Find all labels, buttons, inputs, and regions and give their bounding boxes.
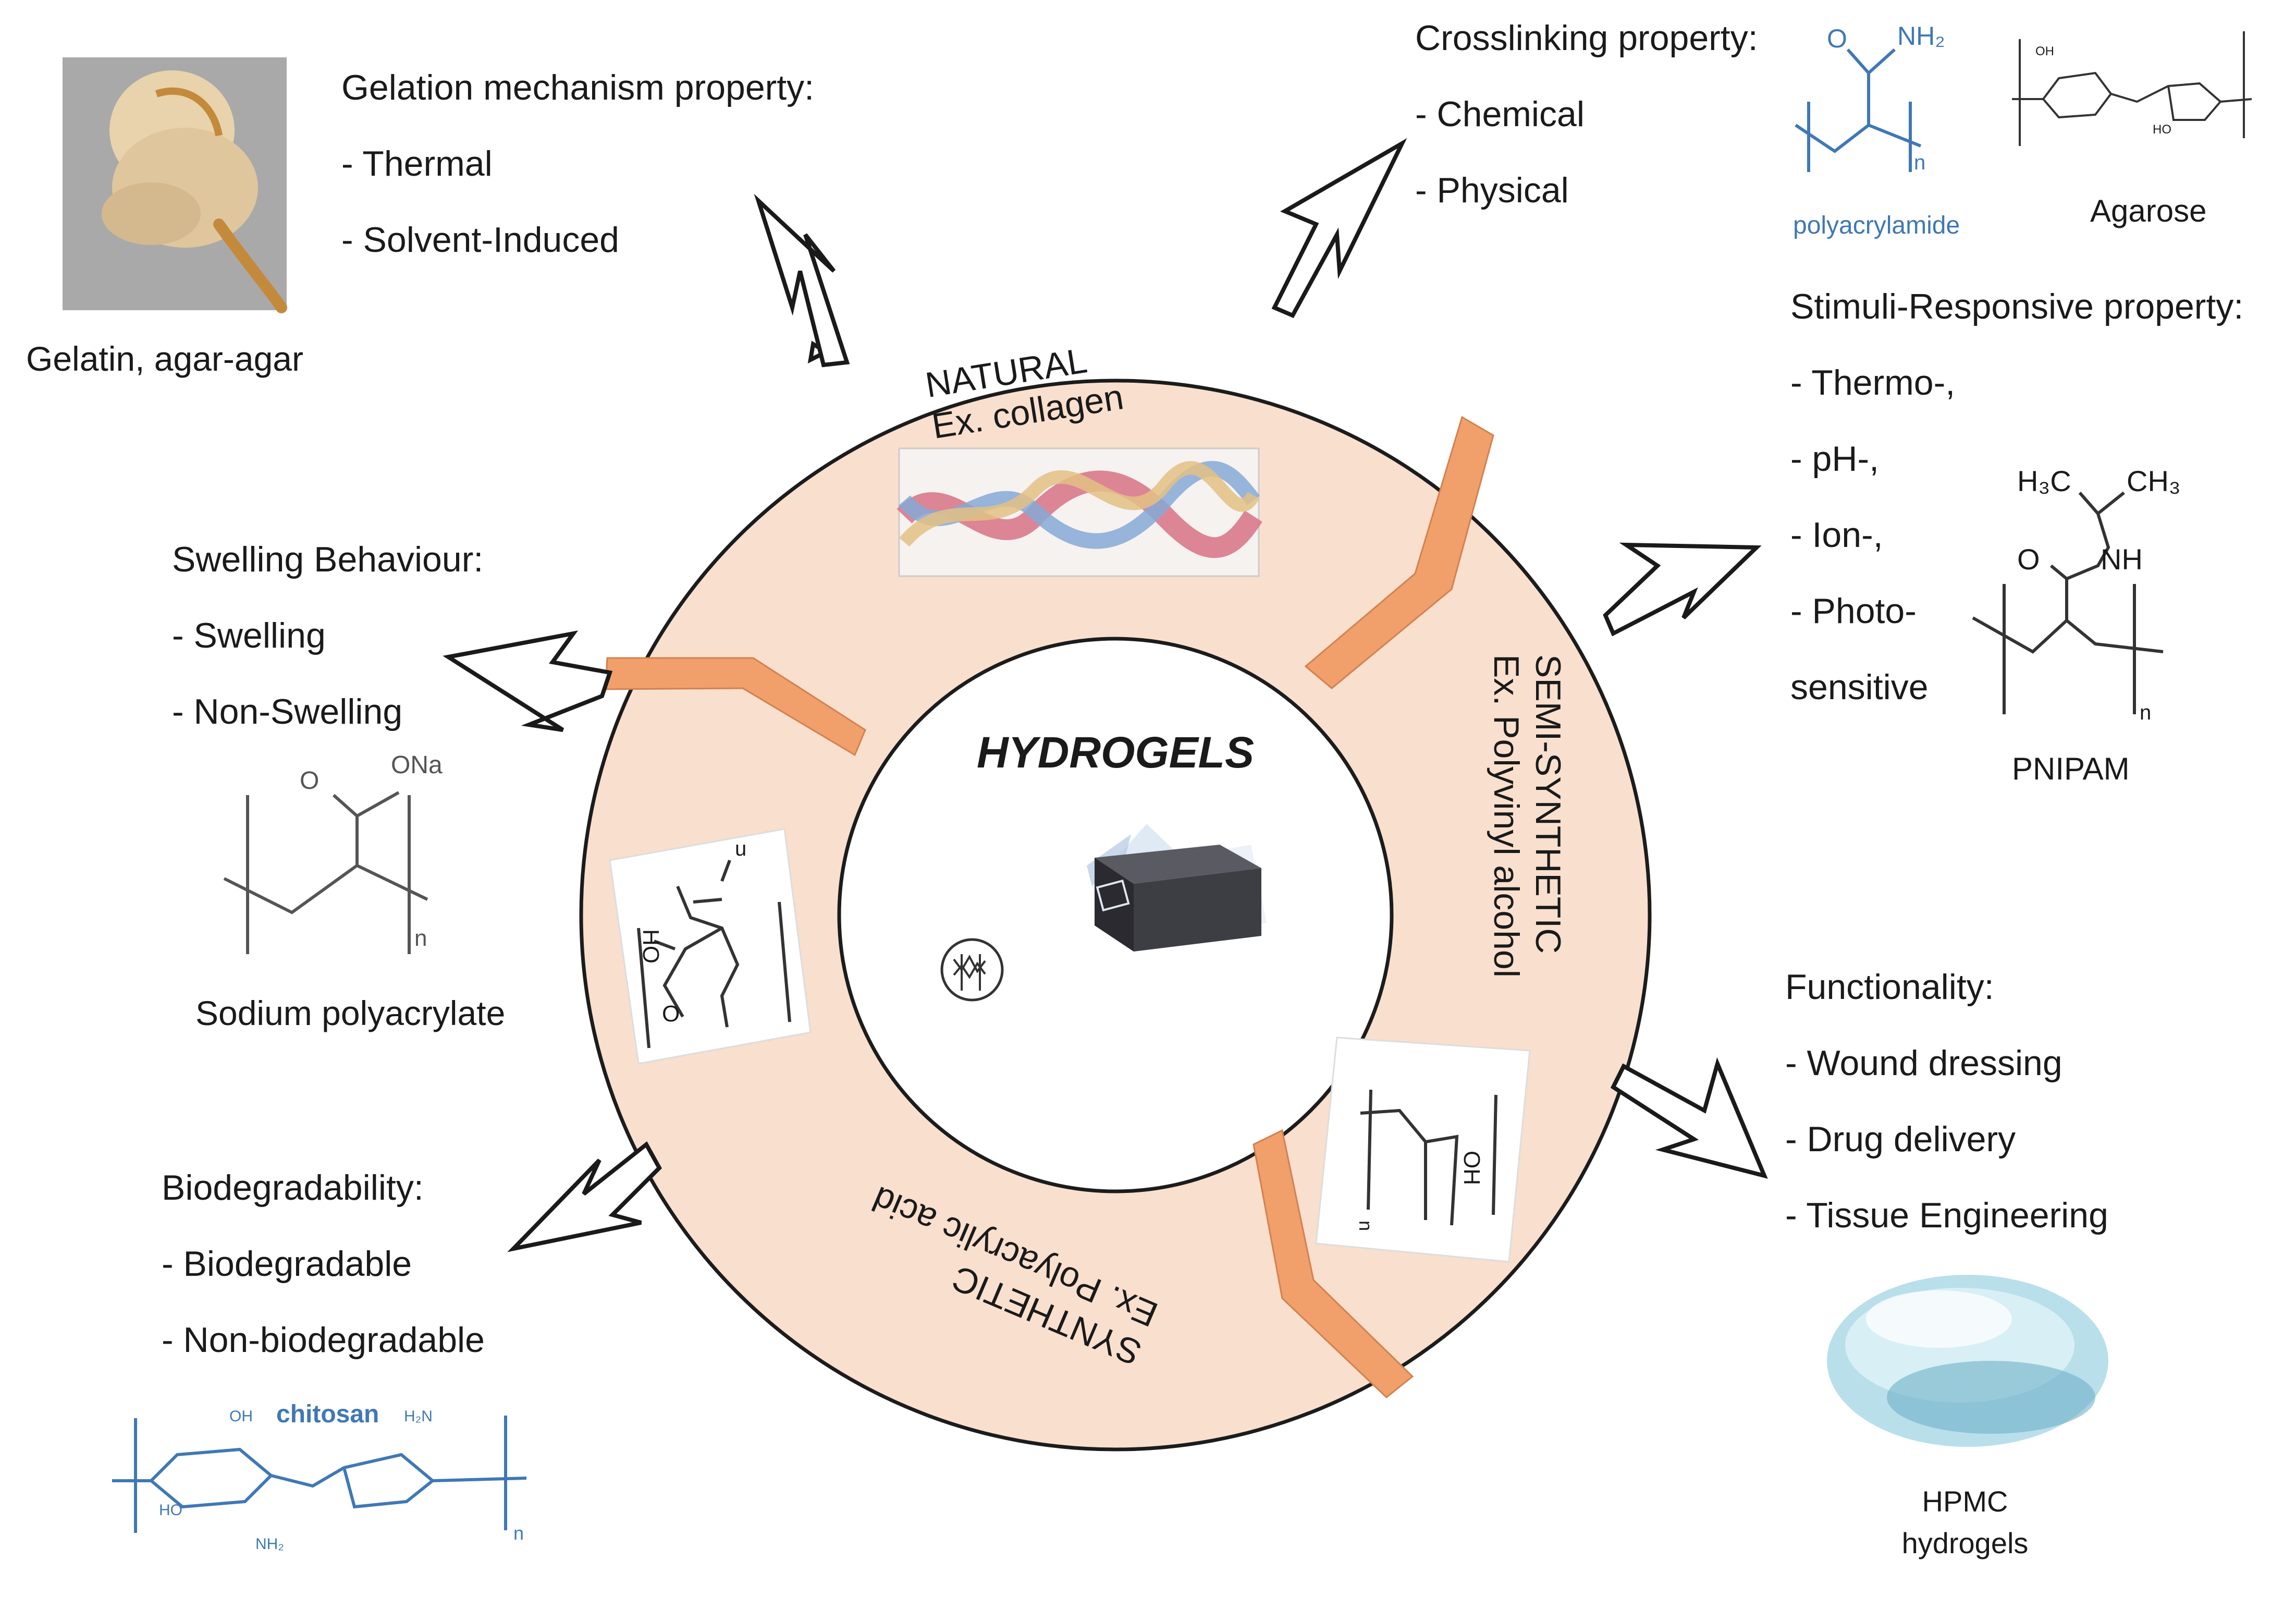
pnipam-structure xyxy=(1972,491,2164,714)
crosslinking-item-chemical: - Chemical xyxy=(1415,94,1585,134)
stimuli-item-photo: - Photo- xyxy=(1790,591,1917,631)
paa-n-label: n xyxy=(735,840,747,863)
crosslinking-block: Crosslinking property: - Chemical - Phys… xyxy=(1415,0,1758,228)
gelation-caption: Gelatin, agar-agar xyxy=(26,339,303,378)
chitosan-caption: chitosan xyxy=(276,1400,379,1428)
semi-synthetic-label: SEMI-SYNTHETIC Ex. Polyvinyl alcohol xyxy=(1485,654,1569,1030)
biodegradability-item-biodegradable: - Biodegradable xyxy=(162,1244,412,1284)
chitosan-structure xyxy=(112,1416,527,1533)
polyacrylate-o-label: O xyxy=(300,767,320,795)
swelling-heading: Swelling Behaviour: xyxy=(172,540,484,579)
pnipam-h3c-label: H₃C xyxy=(2017,465,2071,497)
stimuli-item-ph: - pH-, xyxy=(1790,439,1879,479)
agarose-ho-label: HO xyxy=(2153,123,2171,137)
functionality-block: Functionality: - Wound dressing - Drug d… xyxy=(1785,949,2108,1253)
paa-o-label: O xyxy=(662,1001,680,1027)
functionality-item-drug: - Drug delivery xyxy=(1785,1119,2016,1159)
agarose-caption: Agarose xyxy=(2090,193,2207,228)
pva-oh-label: OH xyxy=(1459,1151,1484,1185)
stimuli-heading: Stimuli-Responsive property: xyxy=(1790,287,2244,326)
stimuli-item-thermo: - Thermo-, xyxy=(1790,363,1956,403)
gelation-block: Gelation mechanism property: - Thermal -… xyxy=(341,50,814,278)
agarose-structure xyxy=(2012,31,2252,146)
biodegradability-item-nonbiodegradable: - Non-biodegradable xyxy=(162,1320,485,1360)
divider-natural-semi xyxy=(1304,416,1494,689)
chitosan-ho-label: HO xyxy=(159,1502,182,1519)
gelatin-photo xyxy=(63,57,287,313)
crosslinking-heading: Crosslinking property: xyxy=(1415,18,1758,58)
pnipam-caption: PNIPAM xyxy=(2012,751,2130,786)
arrow-gelation xyxy=(754,193,850,368)
hpmc-gel-photo xyxy=(1827,1275,2108,1447)
chitosan-h2n-label: H₂N xyxy=(404,1408,433,1425)
polyacrylamide-structure xyxy=(1795,48,1922,172)
gelation-item-thermal: - Thermal xyxy=(341,144,493,184)
chitosan-nh2-label: NH₂ xyxy=(255,1535,284,1553)
polyacrylate-n-label: n xyxy=(414,925,427,951)
chitosan-oh-label: OH xyxy=(229,1408,253,1425)
crosslinking-item-physical: - Physical xyxy=(1415,170,1569,210)
pva-n-label: n xyxy=(1355,1220,1377,1232)
arrow-biodegradability xyxy=(507,1141,662,1252)
polyvinyl-alcohol-structure xyxy=(1315,1037,1531,1263)
pam-amide-label: NH₂ xyxy=(1897,21,1945,51)
biodegradability-block: Biodegradability: - Biodegradable - Non-… xyxy=(162,1150,485,1378)
arrow-crosslinking xyxy=(1271,138,1407,319)
gelation-heading: Gelation mechanism property: xyxy=(341,68,815,107)
paa-oh-label: HO xyxy=(638,929,664,964)
collagen-helix-image xyxy=(897,447,1262,577)
swelling-item-nonswelling: - Non-Swelling xyxy=(172,692,403,732)
polyacrylic-acid-structure xyxy=(609,828,812,1065)
hydrogel-block-image xyxy=(940,824,1267,1002)
divider-semi-synthetic xyxy=(1253,1129,1414,1398)
swelling-block: Swelling Behaviour: - Swelling - Non-Swe… xyxy=(172,521,483,750)
functionality-item-wound: - Wound dressing xyxy=(1785,1043,2062,1083)
arrow-stimuli xyxy=(1603,542,1762,637)
pnipam-ch3-label: CH₃ xyxy=(2127,465,2181,497)
functionality-item-tissue: - Tissue Engineering xyxy=(1785,1196,2108,1235)
sodium-polyacrylate-structure xyxy=(223,791,428,954)
pam-o-label: O xyxy=(1827,24,1847,53)
stimuli-item-sensitive: sensitive xyxy=(1790,667,1929,707)
swelling-item-swelling: - Swelling xyxy=(172,616,326,655)
chitosan-n-label: n xyxy=(513,1522,524,1544)
pam-n-label: n xyxy=(1914,151,1926,174)
agarose-oh-label: OH xyxy=(2035,44,2054,58)
sodium-polyacrylate-caption: Sodium polyacrylate xyxy=(195,994,506,1032)
gelation-item-solvent: - Solvent-Induced xyxy=(341,220,619,260)
polyacrylamide-caption: polyacrylamide xyxy=(1793,212,1960,239)
hydrogels-title: HYDROGELS xyxy=(976,728,1255,777)
pnipam-o-label: O xyxy=(2017,543,2040,576)
functionality-heading: Functionality: xyxy=(1785,967,1994,1007)
polyacrylate-ona-label: ONa xyxy=(391,751,443,779)
stimuli-block: Stimuli-Responsive property: - Thermo-, … xyxy=(1790,269,2243,725)
pnipam-n-label: n xyxy=(2140,701,2152,724)
arrow-swelling xyxy=(443,630,613,732)
biodegradability-heading: Biodegradability: xyxy=(162,1168,424,1208)
semi-synthetic-name: SEMI-SYNTHETIC xyxy=(1528,654,1568,954)
arrow-functionality xyxy=(1610,1057,1768,1179)
pnipam-nh-label: NH xyxy=(2101,543,2143,576)
stimuli-item-ion: - Ion-, xyxy=(1790,515,1883,555)
semi-synthetic-example: Ex. Polyvinyl alcohol xyxy=(1487,654,1526,978)
hpmc-caption: HPMC hydrogels xyxy=(1901,1485,2029,1559)
